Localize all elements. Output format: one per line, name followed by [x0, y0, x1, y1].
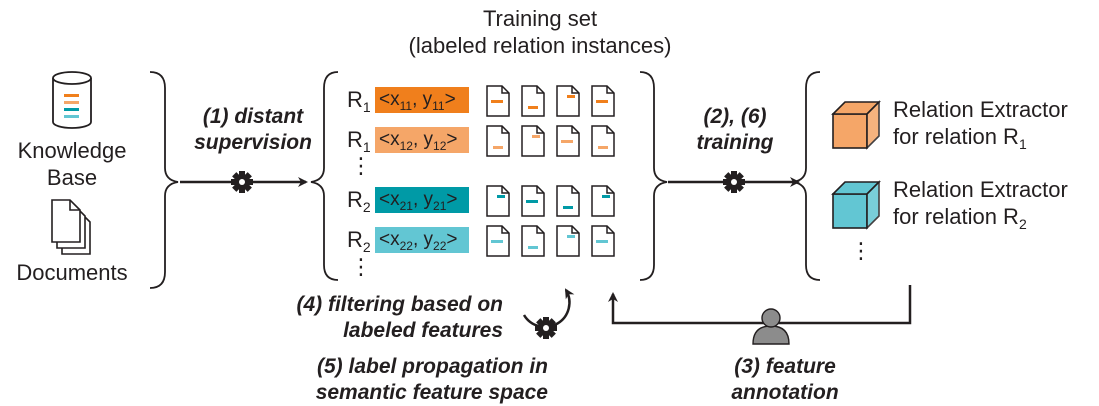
extractors-brace — [792, 71, 821, 281]
document-icon — [591, 225, 615, 257]
entity-pair-tag: <x12, y12> — [375, 127, 469, 153]
document-icon — [556, 225, 580, 257]
document-feature-mark — [567, 95, 575, 98]
knowledge-base-label: Knowledge — [17, 138, 127, 163]
extractor-label: Relation Extractor — [893, 97, 1068, 122]
document-feature-mark — [493, 146, 503, 149]
document-icon — [521, 185, 545, 217]
knowledge-base-label-line2: Base — [46, 165, 98, 190]
source-brace — [149, 71, 179, 289]
step-filtering-line2: labeled features — [343, 319, 503, 342]
document-feature-mark — [561, 140, 573, 143]
training-set-title: Training set — [482, 6, 598, 31]
database-icon — [52, 71, 92, 129]
training-set-open-brace — [310, 71, 339, 281]
document-icon — [591, 125, 615, 157]
document-icon — [556, 185, 580, 217]
step-feature-annotation: (3) feature — [734, 355, 836, 378]
documents-icon — [51, 199, 91, 255]
gear-icon — [231, 171, 253, 193]
step-label-propagation: (5) label propagation in — [316, 355, 548, 378]
document-icon — [521, 225, 545, 257]
step-feature-annotation-line2: annotation — [731, 381, 839, 404]
step-training: (2), (6) — [703, 105, 767, 128]
document-feature-mark — [596, 240, 608, 243]
relation-label: R1 — [347, 127, 371, 155]
gear-icon — [723, 171, 745, 193]
step-filtering: (4) filtering based on — [296, 293, 503, 316]
document-icon — [556, 125, 580, 157]
entity-pair-tag: <x22, y22> — [375, 227, 469, 253]
step-distant-supervision-line2: supervision — [194, 131, 312, 154]
ellipsis: ⋮ — [850, 238, 872, 263]
document-icon — [591, 85, 615, 117]
document-feature-mark — [596, 100, 608, 103]
extractor-label: Relation Extractor — [893, 177, 1068, 202]
document-feature-mark — [491, 240, 503, 243]
document-icon — [486, 225, 510, 257]
document-feature-mark — [497, 195, 505, 198]
document-icon — [591, 185, 615, 217]
ellipsis: ⋮ — [350, 254, 372, 279]
document-icon — [521, 85, 545, 117]
feature-annotation-arrow — [608, 285, 912, 325]
training-set-close-brace — [639, 71, 668, 281]
step-distant-supervision: (1) distant — [202, 105, 304, 128]
document-feature-mark — [528, 246, 538, 249]
extractor-label-line2: for relation R2 — [893, 204, 1027, 232]
document-icon — [556, 85, 580, 117]
document-feature-mark — [526, 200, 538, 203]
document-feature-mark — [532, 135, 540, 138]
document-feature-mark — [491, 100, 503, 103]
document-icon — [486, 185, 510, 217]
step-label-propagation-line2: semantic feature space — [315, 381, 548, 404]
ellipsis: ⋮ — [350, 153, 372, 178]
document-feature-mark — [598, 146, 608, 149]
document-grid — [486, 85, 615, 257]
document-feature-mark — [602, 195, 610, 198]
document-feature-mark — [567, 235, 575, 238]
document-feature-mark — [528, 106, 538, 109]
training-set-subtitle: (labeled relation instances) — [408, 33, 672, 58]
gear-icon — [535, 317, 557, 339]
document-icon — [486, 85, 510, 117]
document-icon — [521, 125, 545, 157]
extractor-label-line2: for relation R1 — [893, 124, 1027, 152]
entity-pair-tag: <x21, y21> — [375, 187, 469, 213]
extractor-cubes — [831, 100, 881, 230]
step-training-line2: training — [696, 131, 774, 154]
cube-icon — [831, 180, 881, 230]
refinement-loop-arrow — [522, 288, 575, 329]
relation-label: R2 — [347, 227, 371, 255]
user-icon — [752, 308, 790, 345]
document-icon — [486, 125, 510, 157]
documents-label: Documents — [16, 260, 128, 285]
cube-icon — [831, 100, 881, 150]
entity-pair-tag: <x11, y11> — [375, 87, 469, 113]
relation-label: R2 — [347, 187, 371, 215]
relation-label: R1 — [347, 87, 371, 115]
document-feature-mark — [563, 206, 573, 209]
